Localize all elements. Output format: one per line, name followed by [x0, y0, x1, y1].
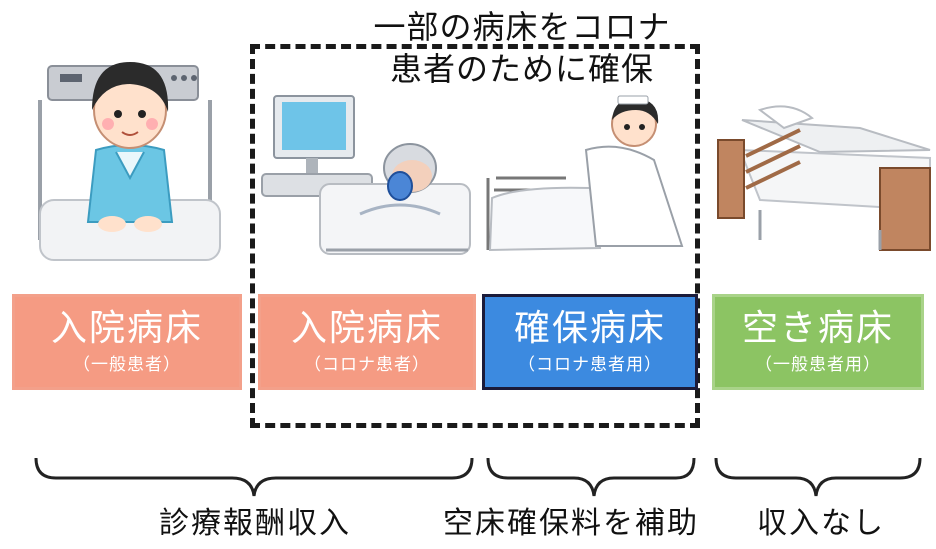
bracket-no-income — [714, 457, 922, 497]
inpatient-bed-general-box: 入院病床 （一般患者） — [12, 294, 242, 390]
general-patient-illustration — [38, 62, 221, 261]
corona-patient-illustration — [261, 95, 471, 255]
bed-type-sublabel: （コロナ患者用） — [518, 355, 662, 375]
bed-type-label: 確保病床 — [513, 308, 666, 349]
inpatient-bed-corona-box: 入院病床 （コロナ患者） — [258, 294, 476, 390]
title-line: 一部の病床をコロナ — [373, 8, 671, 46]
bed-type-label: 空き病床 — [741, 308, 894, 349]
bed-illustrations — [38, 62, 931, 261]
bed-type-label: 入院病床 — [290, 308, 443, 349]
nurse-illustration — [486, 95, 684, 252]
reserved-beds-dashed-frame — [250, 44, 700, 428]
empty-bed-illustration — [717, 105, 931, 251]
bed-type-label: 入院病床 — [50, 308, 203, 349]
medical-fee-income-label: 診療報酬収入 — [159, 506, 351, 541]
bracket-subsidy — [486, 457, 696, 497]
bed-reservation-subsidy-label: 空床確保料を補助 — [443, 506, 699, 541]
bed-type-sublabel: （コロナ患者） — [304, 355, 430, 375]
grouping-brackets — [34, 457, 922, 497]
reserved-bed-corona-box: 確保病床 （コロナ患者用） — [482, 294, 698, 390]
no-income-label: 収入なし — [757, 506, 885, 541]
bed-type-sublabel: （一般患者用） — [755, 355, 881, 375]
bracket-medical-fee — [34, 457, 474, 497]
title-line: 患者のために確保 — [389, 50, 654, 88]
vacant-bed-general-box: 空き病床 （一般患者用） — [712, 294, 924, 390]
diagram-title: 一部の病床をコロナ 患者のために確保 — [352, 6, 692, 90]
bed-type-sublabel: （一般患者） — [73, 355, 181, 375]
